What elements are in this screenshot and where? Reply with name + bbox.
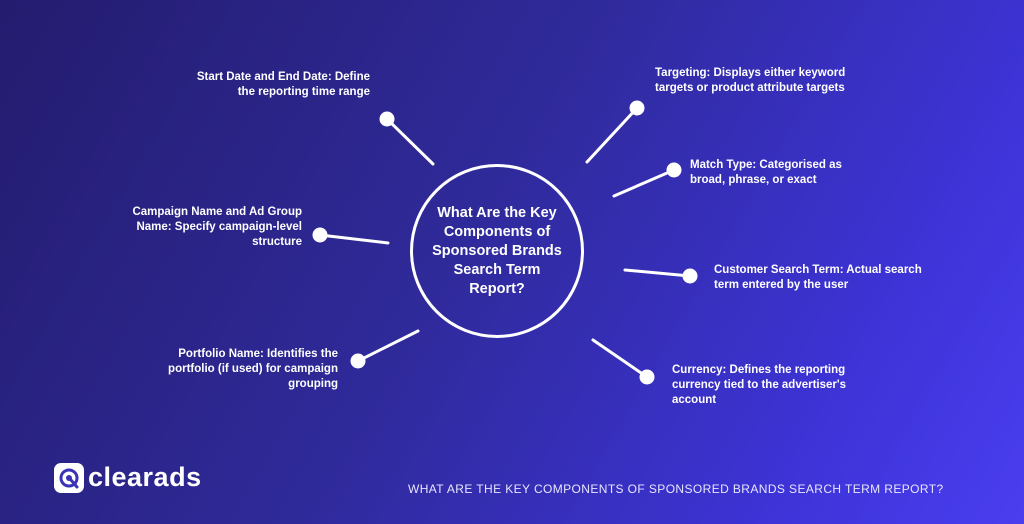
connector-targeting [585, 106, 639, 164]
brand-logo: clearads [54, 462, 202, 493]
center-circle: What Are the Key Components of Sponsored… [410, 164, 584, 338]
connector-dot-campaign-adgroup [312, 227, 328, 243]
clearads-logo-icon [54, 462, 84, 493]
label-customer-search-term: Customer Search Term: Actual search term… [714, 264, 922, 291]
connector-customer-search-term [623, 268, 692, 278]
connector-dot-currency [639, 369, 655, 385]
connector-campaign-adgroup [318, 233, 390, 245]
label-start-end-date: Start Date and End Date: Define the repo… [196, 71, 370, 98]
connector-dot-customer-search-term [682, 268, 698, 284]
brand-name: clearads [88, 462, 202, 492]
label-portfolio: Portfolio Name: Identifies the portfolio… [168, 348, 338, 390]
center-title: What Are the Key Components of Sponsored… [432, 204, 562, 297]
connector-dot-start-end-date [379, 111, 395, 127]
label-targeting: Targeting: Displays either keyword targe… [655, 67, 846, 94]
label-campaign-adgroup: Campaign Name and Ad Group Name: Specify… [132, 206, 302, 248]
connector-portfolio [356, 329, 420, 363]
connector-currency [591, 338, 649, 379]
footer-caption: WHAT ARE THE KEY COMPONENTS OF SPONSORED… [408, 482, 944, 496]
connector-match-type [612, 168, 676, 198]
connector-dot-targeting [629, 100, 645, 116]
label-match-type: Match Type: Categorised as broad, phrase… [690, 159, 842, 186]
connector-dot-match-type [666, 162, 682, 178]
connector-start-end-date [385, 117, 435, 166]
label-currency: Currency: Defines the reporting currency… [672, 364, 847, 406]
connector-dot-portfolio [350, 353, 366, 369]
